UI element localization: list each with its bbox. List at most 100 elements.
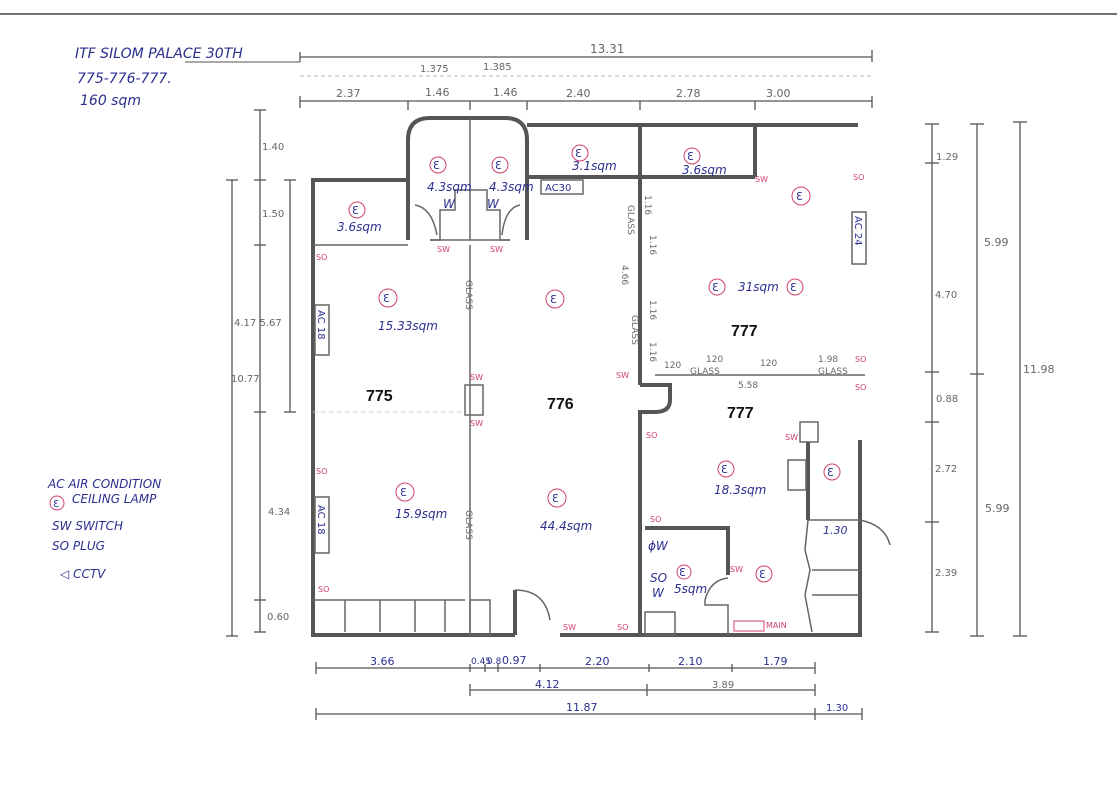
area-wc2: 4.3sqm (489, 180, 534, 194)
dim-top-6: 3.00 (766, 87, 791, 100)
title: ITF SILOM PALACE 30TH (75, 46, 243, 62)
ceiling-lamp-icon: Ɛ (786, 278, 804, 296)
area-777-top: 31sqm (738, 280, 779, 294)
dim-left-3: 4.17 5.67 (234, 318, 282, 329)
ceiling-lamp-icon: Ɛ (547, 488, 567, 508)
ceiling-lamp-icon: Ɛ (491, 156, 509, 174)
room-777-upper: 777 (731, 323, 758, 340)
dim-right-mid-2: 5.99 (985, 502, 1010, 515)
ceiling-lamp-icon: Ɛ (348, 201, 366, 219)
svg-text:Ɛ: Ɛ (575, 147, 582, 160)
dim-bottom-mid-2: 3.89 (712, 680, 734, 691)
dim-right-1: 1.29 (936, 152, 958, 163)
ceiling-lamp-icon: Ɛ (429, 156, 447, 174)
dim-top-5: 2.78 (676, 87, 701, 100)
dim-bottom-right: 1.30 (826, 703, 848, 714)
total-area: 160 sqm (80, 93, 141, 109)
svg-text:Ɛ: Ɛ (687, 150, 694, 163)
plug: SO (318, 585, 329, 594)
switch: SW (490, 245, 503, 254)
dim-top-2: 1.46 (425, 86, 450, 99)
glass-dim: 1.98 (818, 355, 838, 365)
dim-left-5: 0.60 (267, 612, 289, 623)
dim-left-total: 10.77 (231, 374, 260, 385)
legend-lamp: CEILING LAMP (72, 492, 157, 506)
wc1-w: W (443, 197, 456, 211)
dim-bottom-5: 2.20 (585, 655, 610, 668)
area-775-top: 15.33sqm (378, 319, 438, 333)
glass-label: GLASS (463, 510, 473, 540)
plug: SO (316, 467, 327, 476)
dim-bottom-3: 0.8 (487, 657, 502, 667)
dim-left-4: 4.34 (268, 507, 290, 518)
dim-bottom-6: 2.10 (678, 655, 703, 668)
area-small-room: 5sqm (674, 582, 707, 596)
switch: SW (616, 371, 629, 380)
ceiling-lamp-icon (49, 495, 65, 511)
right-dimensions: 1.29 4.70 0.88 2.72 2.39 5.99 5.99 11.98 (925, 121, 1055, 637)
svg-text:Ɛ: Ɛ (790, 281, 797, 294)
glass-label: GLASS (463, 280, 473, 310)
dim-left-1: 1.40 (262, 142, 284, 153)
legend-switch: SW SWITCH (52, 519, 123, 533)
plug: SO (646, 431, 657, 440)
dim-left-2: 1.50 (262, 209, 284, 220)
area-777-bottom: 18.3sqm (714, 483, 766, 497)
top-dimensions: 13.31 1.375 1.385 2.37 1.46 1.46 2.40 2.… (299, 42, 873, 110)
ceiling-lamp-icon: Ɛ (755, 565, 773, 583)
glass-dim: 1.16 (647, 300, 657, 320)
svg-text:Ɛ: Ɛ (383, 292, 390, 305)
glass-label: GLASS (818, 367, 848, 377)
legend-lamp-symbol: Ɛ (53, 499, 59, 510)
ceiling-lamp-icon: Ɛ (708, 278, 726, 296)
ac18-top-label: AC 18 (315, 310, 326, 340)
ceiling-lamp-icon: Ɛ (395, 482, 415, 502)
plug: SO (855, 383, 866, 392)
ceiling-lamp-icon: Ɛ (545, 289, 565, 309)
ceiling-lamp-icon: Ɛ (683, 147, 701, 165)
glass-dim: 1.16 (647, 235, 657, 255)
area-store-right: 3.6sqm (682, 163, 727, 177)
plug: SO (650, 515, 661, 524)
dim-top-4: 2.40 (566, 87, 591, 100)
ceiling-lamp-icon: Ɛ (676, 564, 692, 580)
plug: SO (853, 173, 864, 182)
area-store-mid: 3.1sqm (572, 159, 617, 173)
legend-ac: AC AIR CONDITION (47, 477, 161, 491)
dim-bottom-4: 0.97 (502, 654, 527, 667)
wc2-w: W (487, 197, 500, 211)
ac18-bottom-label: AC 18 (315, 505, 326, 535)
glass-dim: 120 (706, 355, 723, 365)
dim-right-4: 2.72 (935, 464, 957, 475)
room-777-lower: 777 (727, 405, 754, 422)
switch: SW (470, 373, 483, 382)
switch: SW (730, 565, 743, 574)
dim-bottom-2: 0.45 (471, 657, 491, 667)
area-776: 44.4sqm (540, 519, 592, 533)
svg-text:Ɛ: Ɛ (433, 159, 440, 172)
dim-bottom-mid-1: 4.12 (535, 678, 560, 691)
dim-top-total: 13.31 (590, 42, 624, 56)
svg-text:Ɛ: Ɛ (712, 281, 719, 294)
small-room-w: W (652, 586, 665, 600)
dim-top-sub2: 1.385 (483, 62, 512, 73)
plug: SO (855, 355, 866, 364)
svg-text:Ɛ: Ɛ (759, 568, 766, 581)
ceiling-lamp-icon: Ɛ (717, 460, 735, 478)
switches-plugs: SO SO SO SO SO SO SO SO SO SW SW SW SW S… (316, 173, 866, 632)
area-store-left: 3.6sqm (337, 220, 382, 234)
glass-dim: 1.16 (642, 195, 652, 215)
glass-dim: 1.16 (647, 342, 657, 362)
area-775-bottom: 15.9sqm (395, 507, 447, 521)
dim-top-sub1: 1.375 (420, 64, 449, 75)
dim-top-3: 1.46 (493, 86, 518, 99)
glass-label: GLASS (629, 315, 639, 345)
plug: SO (617, 623, 628, 632)
switch: SW (563, 623, 576, 632)
svg-text:Ɛ: Ɛ (827, 466, 834, 479)
dim-right-2: 4.70 (935, 290, 957, 301)
glass-label: GLASS (625, 205, 635, 235)
svg-text:Ɛ: Ɛ (796, 190, 803, 203)
dim-right-5: 2.39 (935, 568, 957, 579)
main-panel-label: MAIN (766, 621, 787, 630)
